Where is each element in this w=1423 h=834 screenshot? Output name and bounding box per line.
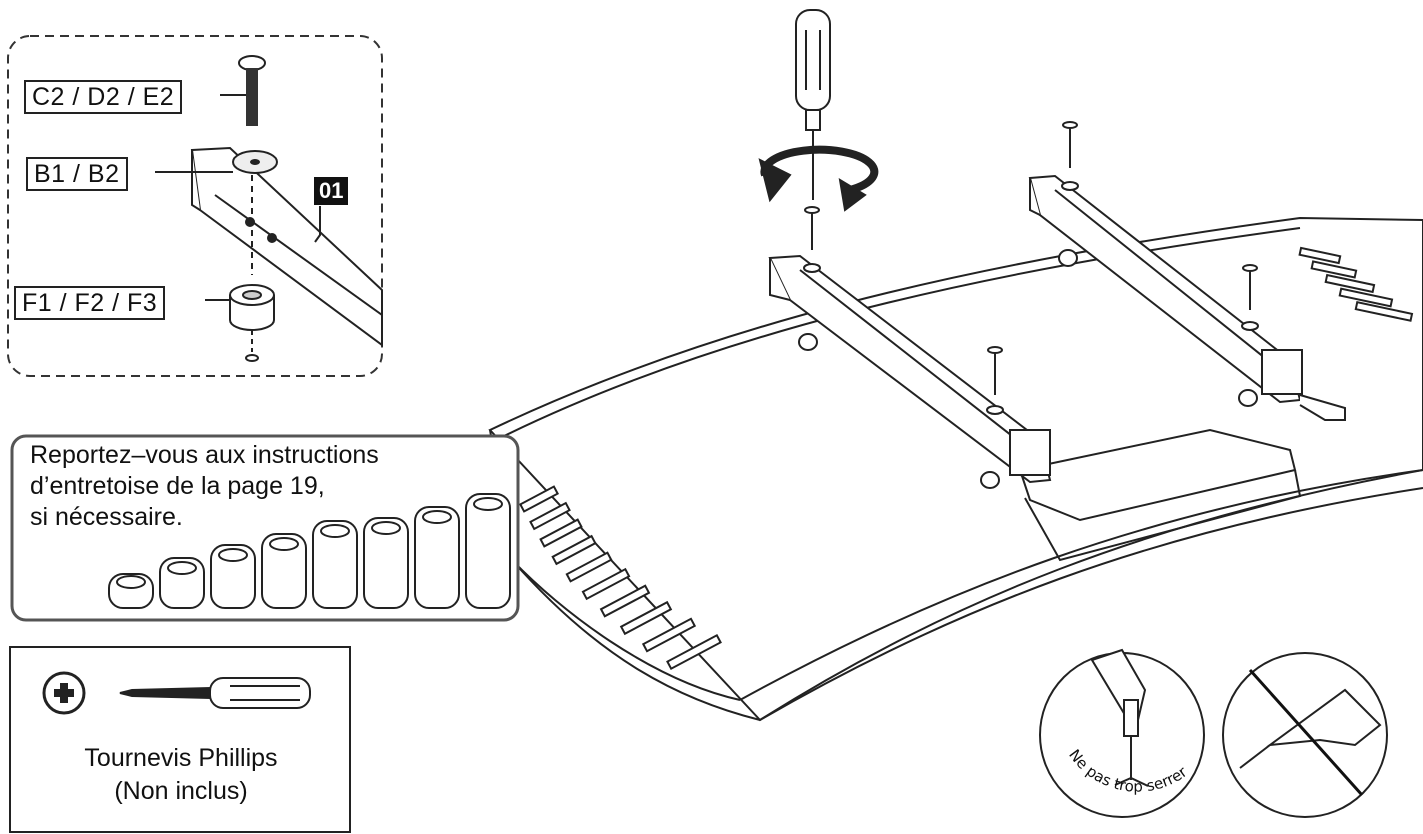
- vent-slots-left: [518, 485, 722, 671]
- vent-slots-right: [1298, 246, 1414, 322]
- screwdriver-rotate-icon: [758, 9, 879, 212]
- spacer-note-line-3: si nécessaire.: [30, 503, 183, 531]
- bracket-right: [1028, 174, 1346, 421]
- washer-label: B1 / B2: [26, 157, 128, 191]
- detail-washer-icon: [232, 150, 278, 174]
- spacer-icon-1: [108, 573, 154, 609]
- spacer-note-text: Reportez–vous aux instructions d’entreto…: [30, 440, 379, 533]
- detail-leader-lines: [155, 94, 321, 301]
- spacer-icon-5: [312, 520, 358, 609]
- spacer-note-line-2: d’entretoise de la page 19,: [30, 472, 325, 500]
- bracket-left: [768, 254, 1052, 484]
- detail-callout-box: [7, 35, 383, 377]
- tool-caption: Tournevis Phillips (Non inclus): [14, 742, 348, 808]
- spacer-label: F1 / F2 / F3: [14, 286, 166, 320]
- phillips-plus-icon: [42, 671, 86, 715]
- spacer-icon-8: [465, 493, 511, 609]
- spacer-icon-6: [363, 517, 409, 609]
- tool-name: Tournevis Phillips: [84, 744, 278, 772]
- spacer-note-line-1: Reportez–vous aux instructions: [30, 441, 379, 469]
- hand-screwdriver-ok-icon: Ne pas trop serrer: [1039, 648, 1205, 818]
- detail-bracket: [190, 146, 383, 347]
- tv-back-panel: [488, 216, 1423, 722]
- power-drill-prohibited-icon: [1222, 652, 1388, 818]
- tool-note: (Non inclus): [114, 777, 248, 805]
- screw-label: C2 / D2 / E2: [24, 80, 183, 114]
- spacer-icon-2: [159, 557, 205, 609]
- spacer-icon-7: [414, 506, 460, 609]
- bracket-screws: [798, 121, 1259, 489]
- detail-spacer-icon: [229, 284, 275, 362]
- screwdriver-icon: [119, 677, 311, 709]
- detail-screw-icon: [238, 55, 266, 126]
- spacer-icon-3: [210, 544, 256, 609]
- spacer-icon-4: [261, 533, 307, 609]
- spacer-set-icons: [108, 493, 511, 609]
- part-badge: 01: [314, 177, 349, 205]
